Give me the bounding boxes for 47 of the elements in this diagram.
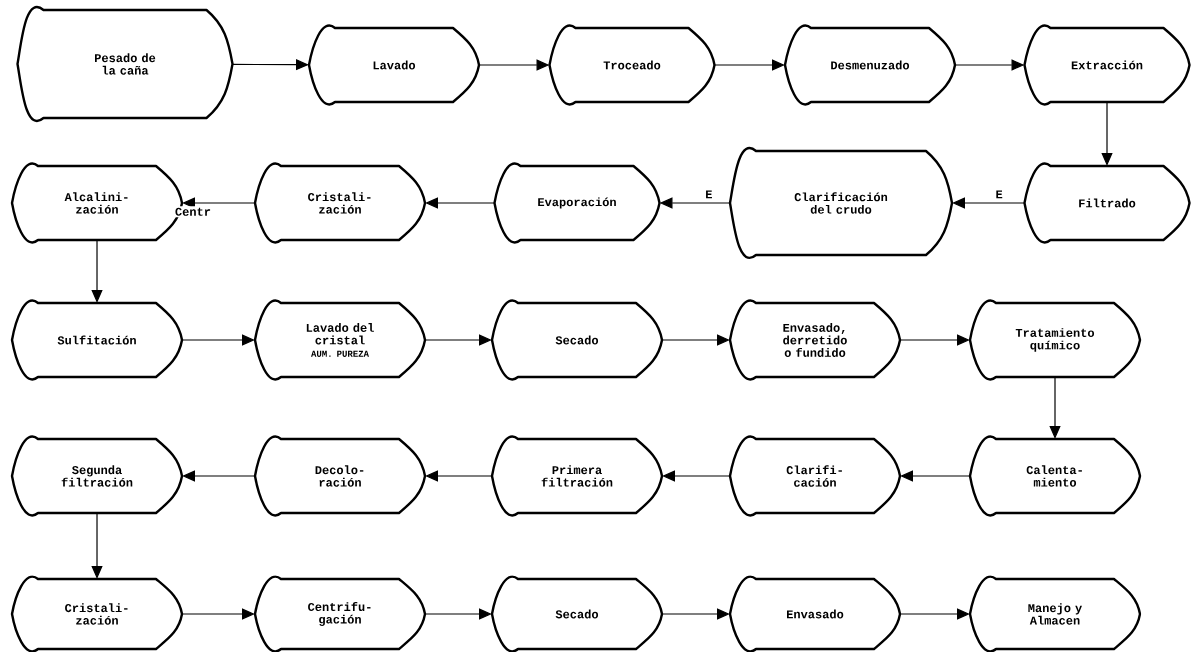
process-box: Segunda filtración bbox=[10, 435, 184, 517]
process-box: Envasado bbox=[728, 575, 902, 652]
arrow bbox=[182, 470, 256, 482]
process-box: Pesado de la caña bbox=[16, 5, 234, 123]
arrow bbox=[424, 334, 492, 346]
process-box: Centrifu- gación bbox=[253, 575, 427, 652]
arrow bbox=[1049, 376, 1061, 439]
arrow bbox=[662, 470, 731, 482]
arrow bbox=[1101, 101, 1113, 166]
arrow bbox=[661, 608, 730, 620]
process-box: Manejo y Almacen bbox=[968, 575, 1142, 652]
arrow bbox=[181, 608, 255, 620]
process-box: Tratamiento químico bbox=[968, 299, 1142, 381]
arrow bbox=[661, 334, 730, 346]
process-box: Evaporación bbox=[493, 162, 661, 244]
arrow bbox=[425, 197, 496, 209]
arrow bbox=[91, 512, 103, 579]
process-box: Lavado del cristal AUM. PUREZA bbox=[253, 299, 427, 381]
arrow bbox=[952, 197, 1026, 209]
process-box: Decolo- ración bbox=[253, 435, 427, 517]
arrow bbox=[182, 197, 256, 209]
arrow bbox=[181, 334, 255, 346]
process-box: Calenta- miento bbox=[968, 435, 1142, 517]
process-box: Cristali- zación bbox=[253, 162, 427, 244]
edge-label: E bbox=[994, 188, 1005, 200]
process-box: Extracción bbox=[1023, 24, 1191, 106]
process-box: Desmenuzado bbox=[783, 24, 957, 106]
arrow bbox=[899, 334, 970, 346]
process-box: Lavado bbox=[307, 24, 481, 106]
arrow bbox=[900, 470, 971, 482]
process-box: Clarificación del crudo bbox=[728, 147, 954, 259]
arrow bbox=[899, 608, 970, 620]
arrow bbox=[713, 59, 785, 71]
process-box: Clarifi- cación bbox=[728, 435, 902, 517]
process-box: Secado bbox=[490, 299, 664, 381]
edge-label: E bbox=[703, 188, 714, 200]
edge-label: Centr bbox=[173, 206, 213, 218]
process-box: Cristali- zación bbox=[10, 575, 184, 652]
process-box: Primera filtración bbox=[490, 435, 664, 517]
arrow bbox=[424, 608, 492, 620]
arrow bbox=[425, 470, 493, 482]
process-box: Secado bbox=[490, 575, 664, 652]
process-box: Sulfitación bbox=[10, 299, 184, 381]
process-box: Troceado bbox=[548, 24, 716, 106]
process-box: Filtrado bbox=[1023, 162, 1191, 244]
process-box: Envasado, derretido o fundido bbox=[728, 299, 902, 381]
arrow bbox=[91, 239, 103, 303]
